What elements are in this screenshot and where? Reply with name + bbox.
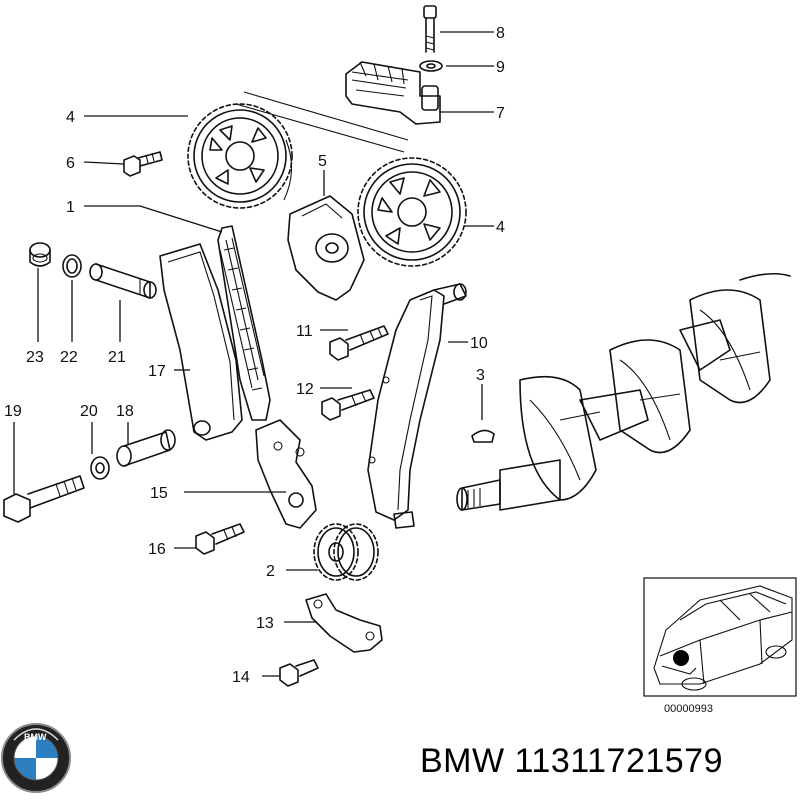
seal-ring-part-22: [62, 254, 82, 278]
pin-part-21: [89, 263, 157, 299]
plug-part-23: [29, 242, 51, 267]
bolt-part-12: [321, 389, 375, 421]
bmw-logo: BMW: [1, 723, 71, 793]
callout-labels: 8 9 7 4 6 5 4 1 23 22 21 17 11 10 12 3 1…: [4, 25, 505, 686]
bolt-part-11: [329, 325, 389, 361]
callout-13: 13: [256, 615, 274, 632]
callout-5: 5: [318, 153, 327, 170]
washer-part-9: [419, 60, 443, 72]
callout-12: 12: [296, 381, 314, 398]
tensioner-part-7: [345, 61, 441, 125]
callout-3: 3: [476, 367, 485, 384]
callout-21: 21: [108, 349, 126, 366]
callout-2: 2: [266, 563, 275, 580]
callout-4-right: 4: [496, 219, 505, 236]
tensioner-rail-part-17: [159, 243, 243, 441]
washer-part-20: [90, 456, 110, 480]
callout-14: 14: [232, 669, 250, 686]
part-number-title: BMW 11311721579: [420, 742, 723, 780]
callout-7: 7: [496, 105, 505, 122]
bolt-part-16: [195, 523, 245, 555]
callout-8: 8: [496, 25, 505, 42]
callout-17: 17: [148, 363, 166, 380]
bracket-part-13: [305, 593, 383, 653]
bolt-part-14: [279, 659, 319, 687]
vehicle-location-inset: 00000993: [643, 577, 797, 715]
camshaft-sprocket-upper-part-4: [187, 103, 293, 209]
callout-23: 23: [26, 349, 44, 366]
callout-6: 6: [66, 155, 75, 172]
bolt-part-8: [423, 5, 437, 53]
camshaft-sprocket-right-part-4: [357, 157, 467, 267]
crankshaft-sprocket-part-2: [313, 523, 379, 581]
callout-22: 22: [60, 349, 78, 366]
callout-10: 10: [470, 335, 488, 352]
logo-brand-text: BMW: [24, 732, 47, 742]
impulse-plate-part-5: [287, 195, 365, 301]
guide-rail-part-10: [367, 283, 467, 529]
woodruff-key-part-3: [471, 429, 495, 443]
callout-18: 18: [116, 403, 134, 420]
location-marker-icon: [673, 650, 689, 666]
bolt-part-19: [3, 475, 85, 523]
callout-20: 20: [80, 403, 98, 420]
timing-chain-part-1: [217, 91, 409, 421]
sleeve-part-18: [116, 429, 176, 467]
callout-15: 15: [150, 485, 168, 502]
callout-1: 1: [66, 199, 75, 216]
crankshaft: [456, 272, 791, 511]
callout-9: 9: [496, 59, 505, 76]
callout-4-upper: 4: [66, 109, 75, 126]
leader-lines: [13, 31, 494, 677]
callout-11: 11: [296, 323, 313, 340]
callout-19: 19: [4, 403, 22, 420]
tensioner-arm-part-15: [255, 419, 317, 529]
callout-16: 16: [148, 541, 166, 558]
inset-code: 00000993: [664, 703, 713, 715]
bolt-part-6: [123, 151, 163, 177]
